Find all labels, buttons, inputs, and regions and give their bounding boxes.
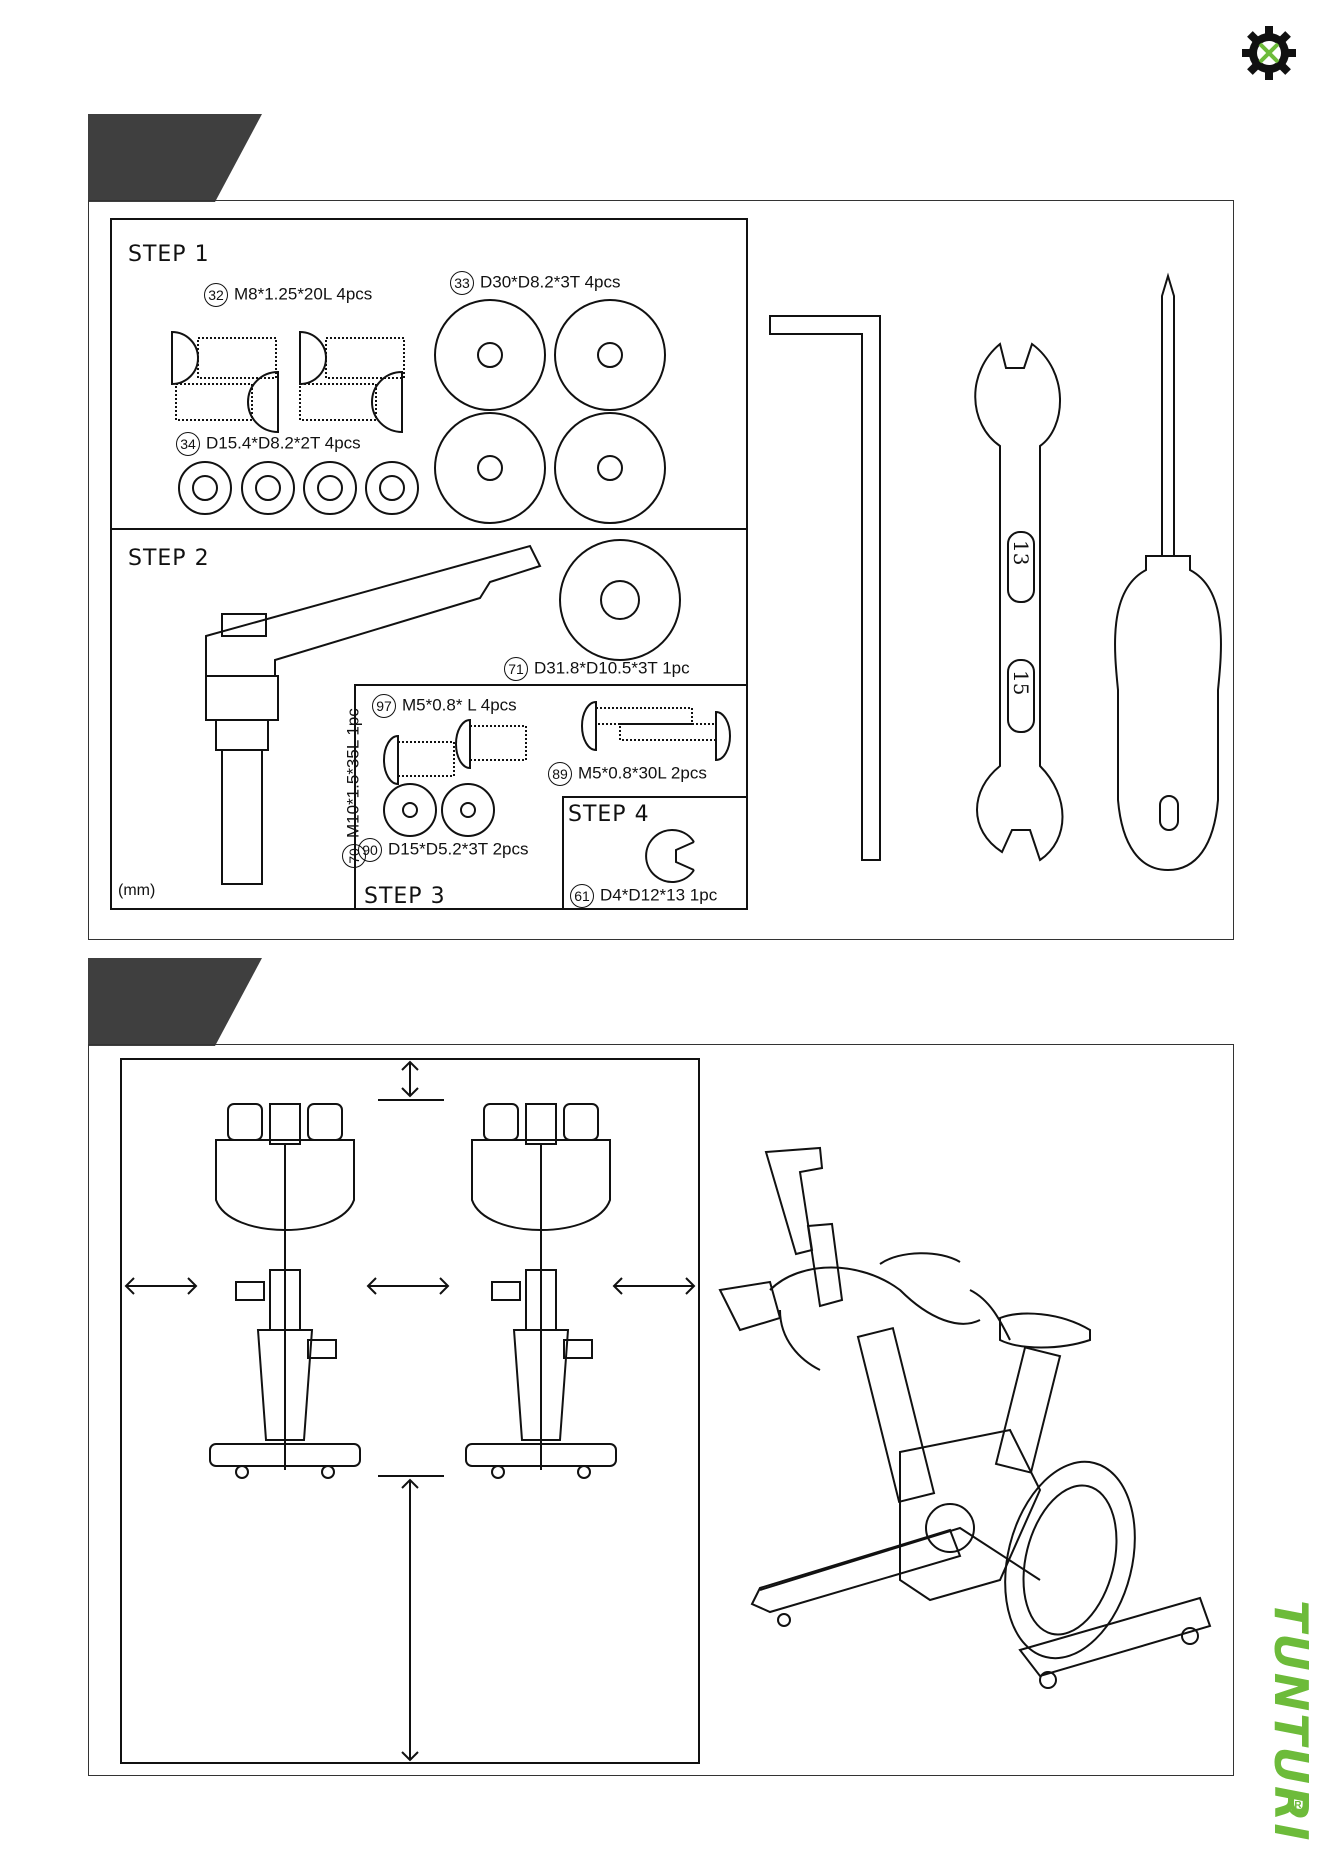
exercise-bike-icon [720,1148,1210,1688]
bike-top-view-icon [466,1104,616,1478]
registered-mark-icon: R [1288,1796,1308,1816]
bike-top-view-icon [210,1104,360,1478]
